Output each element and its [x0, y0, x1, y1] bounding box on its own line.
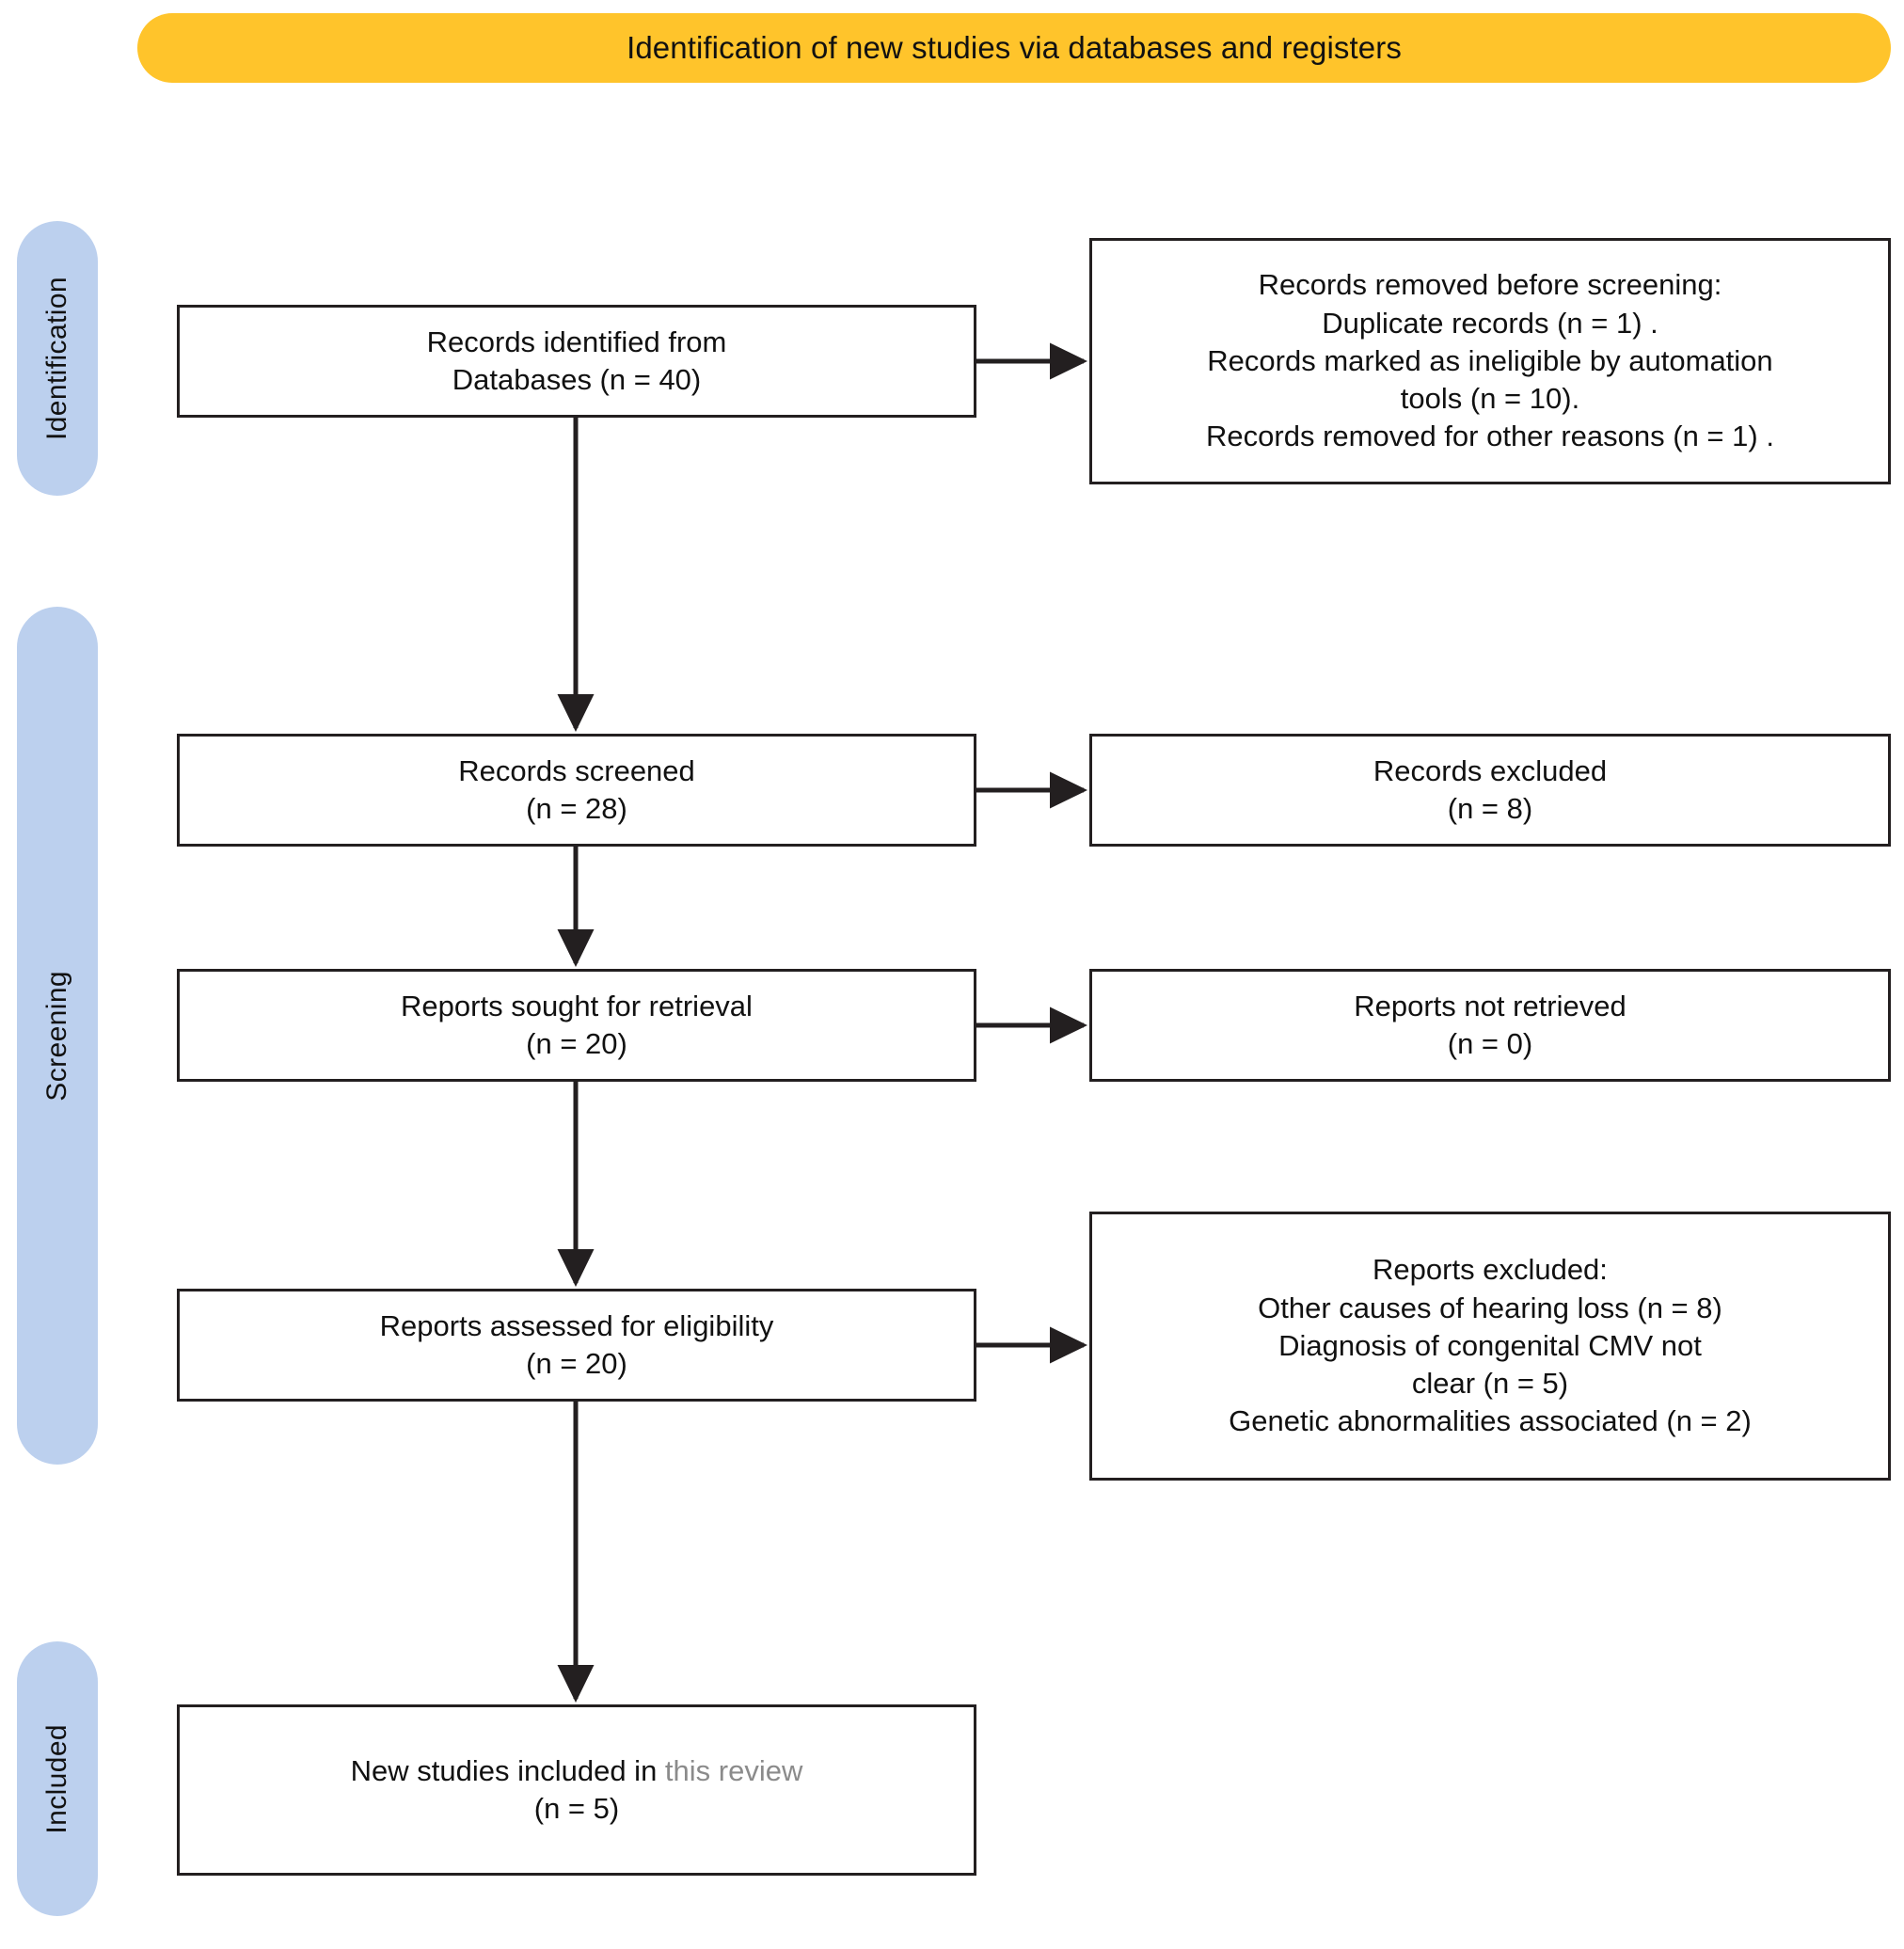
new-studies-line1-grey: this review — [664, 1753, 803, 1787]
stage-label-included: Included — [41, 1723, 72, 1834]
records-removed-line4: tools (n = 10). — [1400, 382, 1580, 416]
box-records-identified: Records identified from Databases (n = 4… — [177, 305, 976, 418]
records-excluded-line1: Records excluded — [1372, 753, 1608, 787]
new-studies-line1-black: New studies included in — [350, 1753, 665, 1787]
records-removed-line1: Records removed before screening: — [1258, 268, 1722, 302]
box-reports-excluded: Reports excluded: Other causes of hearin… — [1089, 1212, 1891, 1481]
reports-excluded-line4: clear (n = 5) — [1411, 1367, 1569, 1401]
stage-pill-screening: Screening — [17, 607, 98, 1465]
new-studies-line1: New studies included in this review — [351, 1752, 803, 1790]
box-records-removed: Records removed before screening: Duplic… — [1089, 238, 1891, 484]
records-excluded-line2: (n = 8) — [1447, 792, 1533, 825]
reports-not-retrieved-line2: (n = 0) — [1447, 1027, 1533, 1060]
reports-sought-line1: Reports sought for retrieval — [401, 989, 753, 1022]
records-identified-line1: Records identified from — [426, 325, 727, 358]
records-removed-line5: Records removed for other reasons (n = 1… — [1206, 420, 1774, 453]
diagram-header-banner: Identification of new studies via databa… — [137, 13, 1891, 83]
records-identified-line2: Databases (n = 40) — [452, 363, 702, 396]
reports-excluded-line2: Other causes of hearing loss (n = 8) — [1258, 1291, 1722, 1324]
records-screened-line1: Records screened — [458, 753, 695, 787]
records-removed-line2: Duplicate records (n = 1) . — [1322, 306, 1658, 340]
box-records-screened: Records screened (n = 28) — [177, 734, 976, 847]
stage-label-identification: Identification — [41, 276, 72, 441]
reports-assessed-line1: Reports assessed for eligibility — [379, 1308, 774, 1342]
stage-pill-included: Included — [17, 1641, 98, 1916]
stage-pill-identification: Identification — [17, 221, 98, 496]
box-new-studies-included: New studies included in this review (n =… — [177, 1704, 976, 1876]
box-reports-not-retrieved: Reports not retrieved (n = 0) — [1089, 969, 1891, 1082]
box-reports-assessed-for-eligibility: Reports assessed for eligibility (n = 20… — [177, 1289, 976, 1402]
reports-excluded-line1: Reports excluded: — [1372, 1253, 1608, 1287]
records-removed-line3: Records marked as ineligible by automati… — [1207, 343, 1773, 377]
reports-excluded-line3: Diagnosis of congenital CMV not — [1278, 1328, 1702, 1362]
new-studies-line2: (n = 5) — [533, 1792, 620, 1825]
diagram-title: Identification of new studies via databa… — [627, 30, 1402, 65]
box-reports-sought-for-retrieval: Reports sought for retrieval (n = 20) — [177, 969, 976, 1082]
records-screened-line2: (n = 28) — [526, 792, 627, 825]
box-records-excluded: Records excluded (n = 8) — [1089, 734, 1891, 847]
stage-label-screening: Screening — [41, 970, 72, 1101]
reports-sought-line2: (n = 20) — [526, 1027, 627, 1060]
reports-excluded-line5: Genetic abnormalities associated (n = 2) — [1229, 1404, 1752, 1438]
reports-assessed-line2: (n = 20) — [526, 1347, 627, 1380]
reports-not-retrieved-line1: Reports not retrieved — [1354, 989, 1626, 1022]
